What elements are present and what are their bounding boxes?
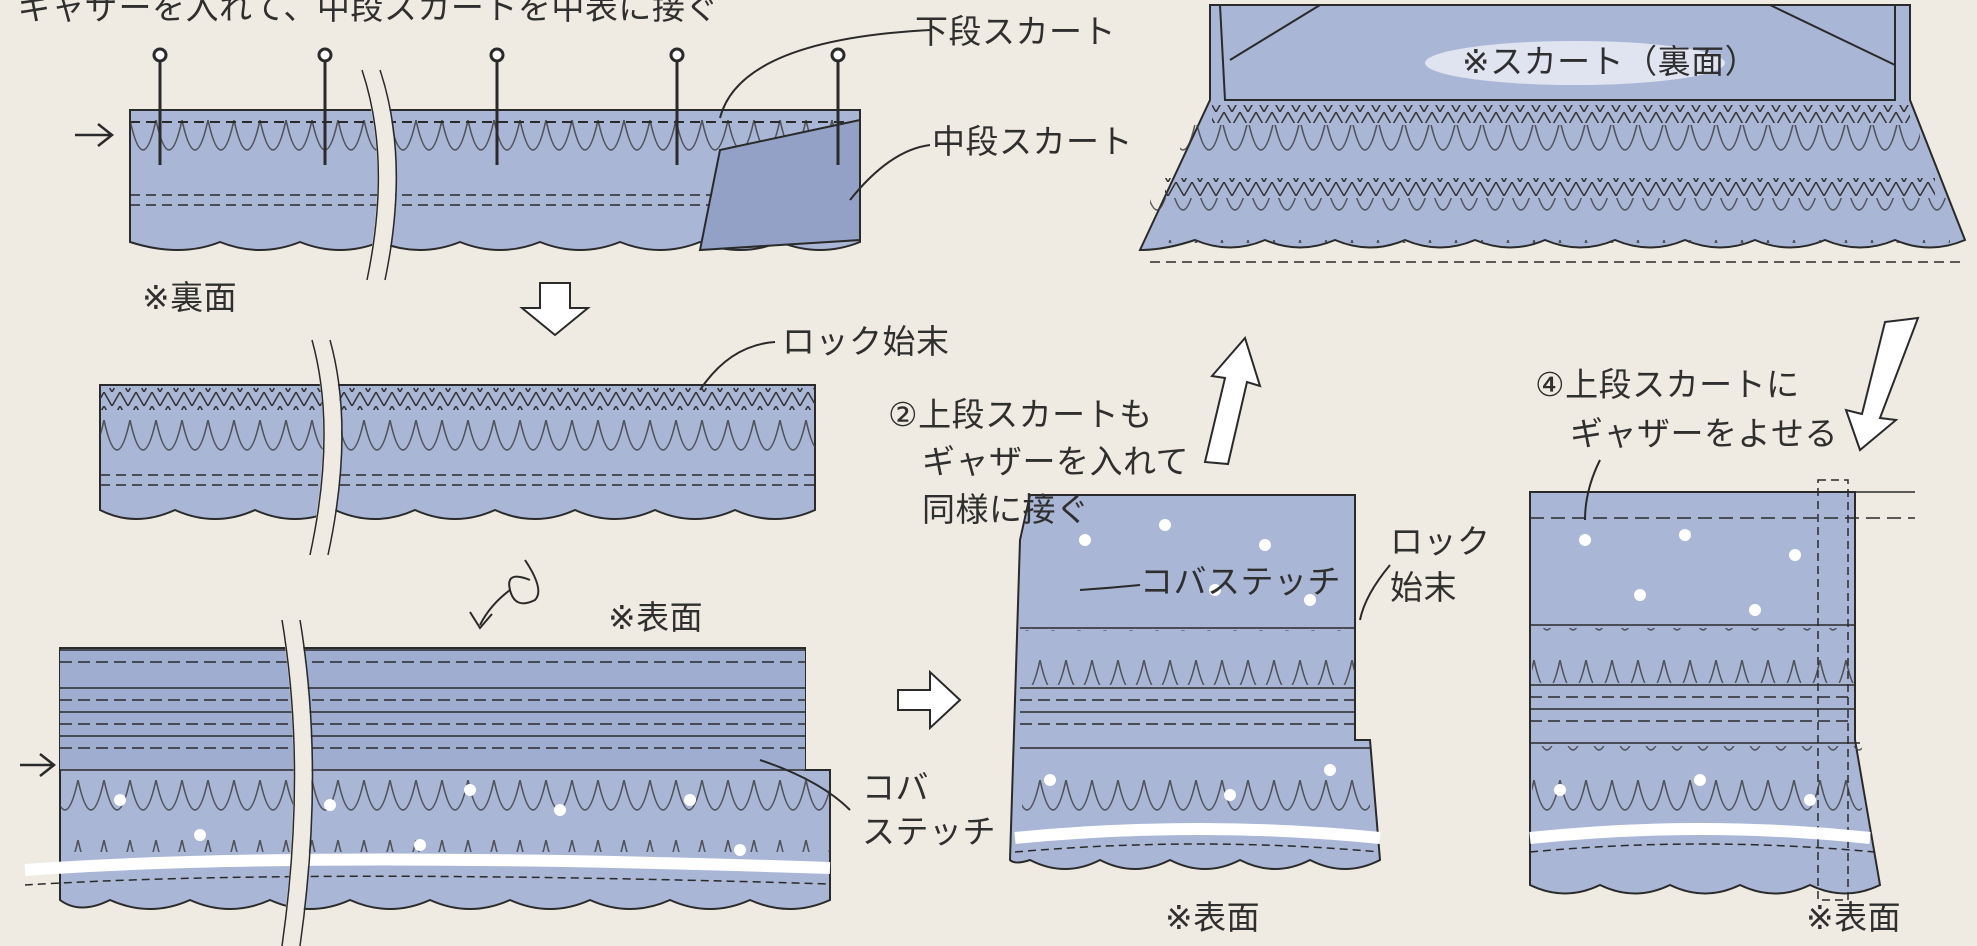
polka-dots bbox=[114, 784, 746, 856]
label-lower-skirt: 下段スカート bbox=[915, 12, 1116, 51]
arrow-down-icon bbox=[519, 282, 591, 337]
arrow-right-icon bbox=[75, 123, 115, 147]
arrow-right-icon bbox=[20, 753, 57, 777]
label-front-side: ※表面 bbox=[608, 598, 704, 637]
label-edge-stitch-line2: ステッチ bbox=[862, 812, 996, 851]
label-middle-skirt: 中段スカート bbox=[932, 122, 1133, 161]
label-reverse-side: ※裏面 bbox=[142, 278, 238, 317]
front-skirt-strip bbox=[20, 618, 851, 946]
label-edge-stitch-2: コバステッチ bbox=[1140, 562, 1341, 601]
label-step4-line2: ギャザーをよせる bbox=[1570, 414, 1838, 453]
pin-icon bbox=[152, 47, 846, 165]
label-front-side-3: ※表面 bbox=[1806, 898, 1902, 937]
overlocked-skirt-strip bbox=[99, 337, 816, 557]
label-overlock-2-line2: 始末 bbox=[1390, 568, 1457, 607]
finished-skirt-reverse bbox=[1138, 4, 1967, 263]
curl-arrow-icon bbox=[469, 559, 540, 630]
label-edge-stitch-line1: コバ bbox=[862, 768, 929, 807]
header-instruction: ギャザーを入れて、中段スカートを中表に接ぐ bbox=[18, 0, 719, 27]
label-step2-line3: 同様に接ぐ bbox=[922, 490, 1090, 529]
pinned-skirt-strip bbox=[75, 29, 931, 282]
arrow-down-hollow-icon bbox=[1844, 316, 1920, 452]
label-step2-line2: ギャザーを入れて bbox=[922, 442, 1190, 481]
label-step2-line1: ②上段スカートも bbox=[888, 395, 1153, 434]
arrow-up-hollow-icon bbox=[1203, 335, 1262, 466]
label-front-side-2: ※表面 bbox=[1165, 898, 1261, 937]
label-skirt-reverse: ※スカート（裏面） bbox=[1462, 42, 1759, 81]
label-step4-line1: ④上段スカートに bbox=[1535, 365, 1800, 404]
label-overlock: ロック始末 bbox=[782, 322, 950, 361]
label-overlock-2-line1: ロック bbox=[1390, 522, 1491, 561]
joined-skirt-panel bbox=[1008, 494, 1391, 870]
arrow-right-hollow-icon bbox=[897, 669, 962, 731]
gathered-upper-skirt-panel bbox=[1529, 459, 1915, 901]
